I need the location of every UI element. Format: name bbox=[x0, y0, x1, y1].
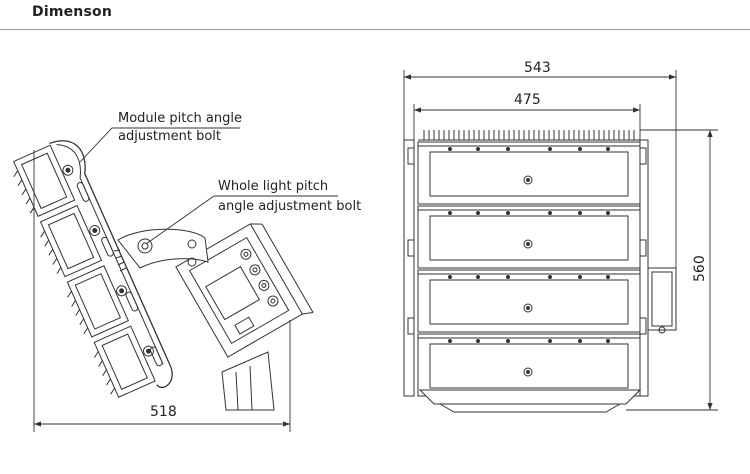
dim-560-label: 560 bbox=[692, 255, 708, 282]
page-title: Dimenson bbox=[32, 4, 112, 20]
dim-518 bbox=[33, 150, 291, 432]
module-bolt-label-line2: adjustment bolt bbox=[118, 129, 221, 144]
module-bolt-label-line1: Module pitch angle bbox=[118, 111, 242, 126]
dim-475 bbox=[413, 104, 641, 150]
side-view bbox=[13, 127, 338, 432]
whole-bolt-label-line2: angle adjustment bolt bbox=[218, 199, 361, 214]
heatsink-fins bbox=[423, 130, 635, 140]
led-module bbox=[417, 205, 641, 269]
dim-475-label: 475 bbox=[514, 92, 541, 108]
dim-518-label: 518 bbox=[150, 404, 177, 420]
led-module bbox=[417, 333, 641, 397]
leader-whole-bolt bbox=[145, 195, 338, 245]
dim-543 bbox=[403, 70, 677, 270]
dim-543-label: 543 bbox=[524, 60, 551, 76]
whole-bolt-label-line1: Whole light pitch bbox=[218, 179, 328, 194]
bottom-base bbox=[418, 389, 642, 413]
page-header: Dimenson bbox=[0, 0, 750, 30]
driver-box-front bbox=[647, 267, 677, 334]
led-module bbox=[417, 269, 641, 333]
callout-leaders bbox=[79, 127, 338, 245]
light-modules-side bbox=[13, 140, 173, 398]
pivot-arm bbox=[113, 228, 209, 272]
mounting-pole bbox=[221, 351, 275, 411]
header-divider bbox=[0, 29, 750, 30]
led-module bbox=[417, 141, 641, 205]
leader-module-bolt bbox=[79, 127, 240, 163]
front-view bbox=[403, 70, 718, 413]
led-modules bbox=[417, 141, 641, 397]
dim-560 bbox=[626, 129, 718, 411]
